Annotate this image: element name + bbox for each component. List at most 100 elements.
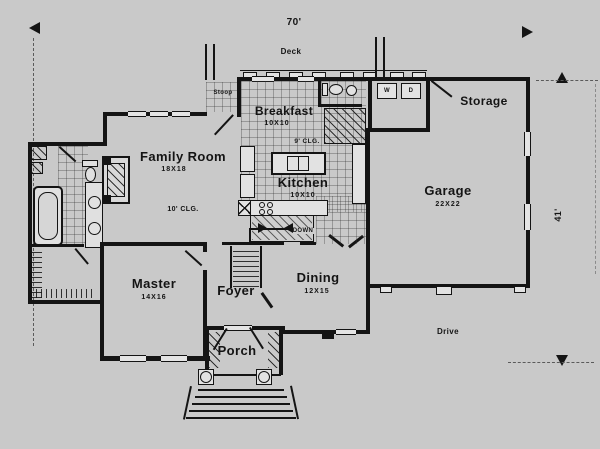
garage-door-jamb	[436, 286, 452, 295]
porch-brick-pier	[268, 332, 279, 368]
breakfast-kitchen-floor	[241, 81, 366, 212]
entry-step	[186, 417, 296, 419]
family-room-label: Family Room	[139, 149, 227, 164]
master-right-wall-upper	[203, 242, 207, 252]
dining-window	[336, 329, 356, 335]
linen-closet	[31, 162, 43, 174]
stair-direction-line	[249, 228, 291, 230]
master-window	[120, 355, 146, 362]
powder-bottom-wall	[318, 104, 362, 107]
house-garage-wall	[366, 128, 370, 334]
dimension-arrow-left-icon	[29, 22, 40, 34]
drive-label: Drive	[436, 327, 460, 336]
laundry-right-wall	[426, 77, 430, 132]
kitchen-right-counter	[352, 144, 366, 204]
master-door-leaf	[184, 250, 203, 267]
garage-window	[524, 204, 531, 230]
fireplace-pier	[103, 195, 111, 203]
sink	[88, 196, 101, 209]
back-stair-treads	[325, 109, 365, 143]
dimension-line-top-right	[536, 80, 598, 81]
garage-window	[524, 132, 531, 156]
overall-depth-dimension: 41'	[553, 208, 563, 222]
family-ceiling-note: 10' CLG.	[167, 206, 199, 213]
deck-label: Deck	[280, 47, 302, 56]
master-left-wall	[100, 242, 104, 360]
kitchen-ceiling-note: 9' CLG.	[294, 138, 320, 145]
toilet	[82, 160, 98, 167]
master-bottom-wall	[100, 356, 210, 361]
fireplace-firebox	[107, 163, 125, 197]
dimension-line-bottom-right	[508, 362, 594, 363]
dimension-line-right	[595, 84, 596, 274]
garage-label: Garage	[424, 183, 472, 198]
garage-door-jamb	[514, 286, 526, 293]
storage-label: Storage	[460, 94, 508, 108]
family-room-size: 18X18	[161, 166, 187, 173]
porch-label: Porch	[217, 343, 257, 358]
bathtub-basin	[38, 192, 58, 240]
bath-wing-top-wall	[28, 142, 107, 146]
dining-front-step	[322, 330, 334, 339]
dryer-label: D	[408, 88, 414, 94]
kitchen-chase	[238, 200, 251, 216]
basement-stair-treads	[233, 247, 259, 287]
closet-door-leaf	[74, 248, 89, 265]
linen-closet	[31, 146, 47, 160]
master-top-wall	[100, 242, 207, 246]
refrigerator	[240, 146, 255, 172]
garage-door-leaf	[430, 80, 453, 98]
garage-door-jamb	[380, 286, 392, 293]
porch-brick-pier	[209, 332, 220, 368]
kitchen-counter	[238, 200, 328, 216]
powder-toilet-bowl	[329, 84, 343, 95]
dining-label: Dining	[296, 270, 340, 285]
dryer-box	[401, 83, 421, 99]
toilet-bowl	[85, 167, 96, 182]
master-right-wall-lower	[203, 270, 207, 360]
porch-column	[200, 371, 212, 383]
rear-exterior-wall	[237, 77, 530, 81]
deck-stair-wall-left	[205, 44, 215, 80]
porch-edge	[207, 374, 281, 376]
bath-wing-left-wall	[28, 142, 32, 304]
fireplace-pier	[103, 157, 111, 165]
breakfast-size: 10X10	[264, 120, 290, 127]
master-size: 14X16	[141, 294, 167, 301]
stoop-floor	[206, 82, 237, 112]
bath-wing-bottom-wall	[28, 300, 104, 304]
family-room-window	[150, 111, 168, 117]
stair-direction-line	[249, 228, 251, 242]
porch-right-wall	[279, 330, 283, 375]
back-stair	[324, 108, 366, 144]
cooktop-burner	[259, 209, 265, 215]
cooktop-burner	[259, 202, 265, 208]
basement-stair	[230, 246, 262, 288]
stoop-label: Stoop	[213, 90, 233, 96]
dimension-arrow-down-icon	[556, 355, 568, 366]
family-room-left-wall	[103, 112, 107, 146]
dimension-arrow-right-icon	[522, 26, 533, 38]
sink	[88, 222, 101, 235]
powder-sink	[346, 85, 357, 96]
porch-left-wall	[205, 330, 209, 375]
entry-step	[198, 389, 284, 391]
entry-step	[189, 410, 293, 412]
family-room-window	[128, 111, 146, 117]
closet-hanging-rod	[36, 289, 96, 298]
kitchen-size: 10X10	[290, 192, 316, 199]
breakfast-window	[298, 76, 314, 82]
bath-closet-divider-wall	[32, 244, 84, 247]
dining-size: 12X15	[304, 288, 330, 295]
overall-width-dimension: 70'	[286, 17, 302, 28]
stair-foyer-wall	[222, 242, 284, 245]
stair-foyer-wall	[300, 242, 316, 245]
foyer-dining-wall	[260, 292, 274, 309]
family-room-window	[172, 111, 190, 117]
down-label: DOWN	[291, 228, 315, 234]
stoop-door-leaf	[214, 114, 234, 136]
powder-left-wall	[318, 77, 321, 107]
pantry-cabinet	[240, 174, 255, 198]
island-sink-divider	[298, 157, 299, 170]
